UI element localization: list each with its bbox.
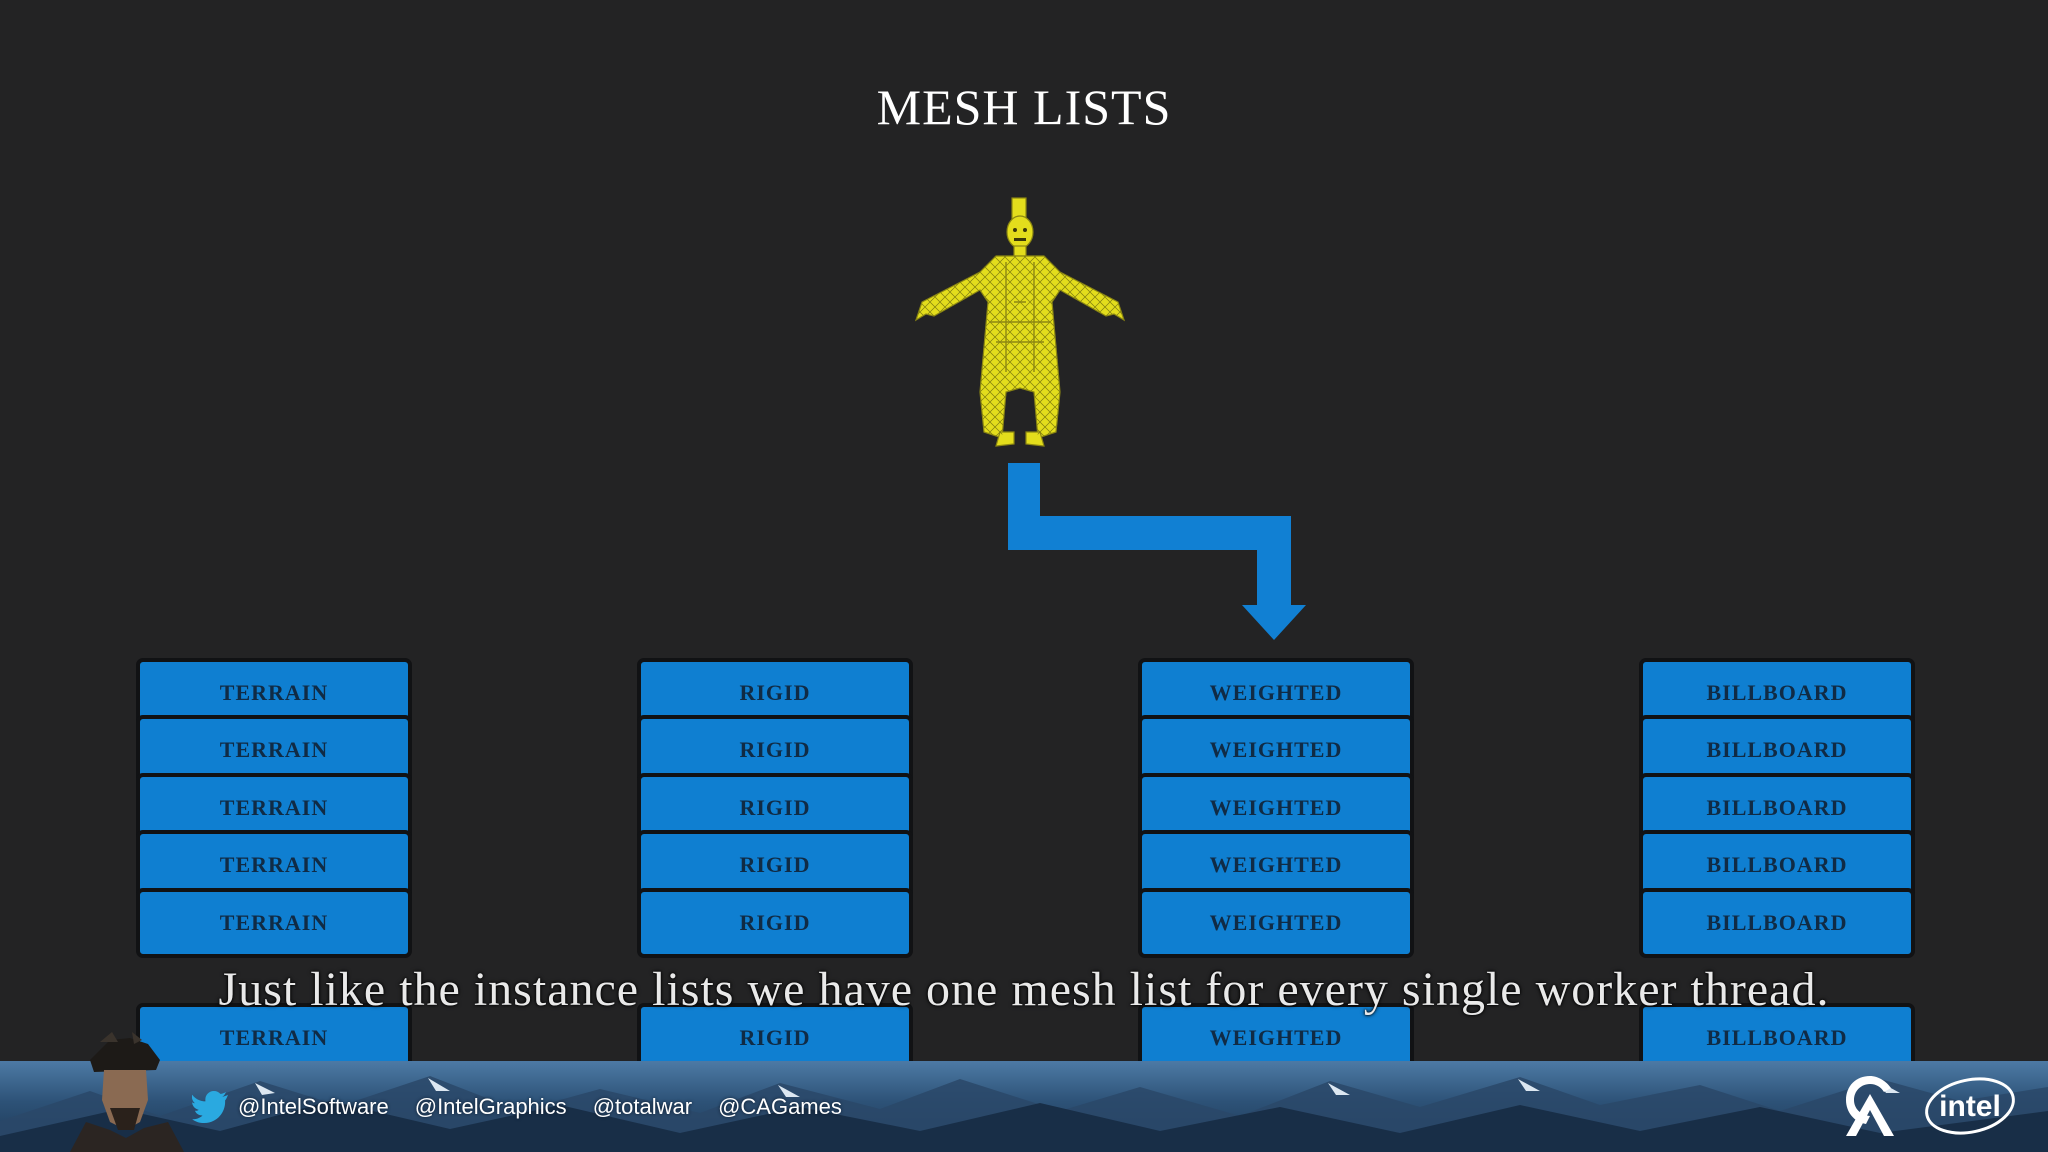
handle-intelgraphics: @IntelGraphics [414, 1094, 567, 1119]
stack-item-billboard: BILLBOARD [1639, 888, 1915, 958]
subtitle-caption: Just like the instance lists we have one… [218, 963, 1830, 1016]
stack-item-rigid: RIGID [637, 888, 913, 958]
footer-banner [0, 1061, 2048, 1152]
mountain-background-image [0, 1076, 2048, 1152]
intel-logo-icon: intel [1925, 1077, 2015, 1135]
stack-item-terrain: TERRAIN [136, 888, 412, 958]
slide-title: MESH LISTS [876, 79, 1172, 135]
intel-logo-text: intel [1939, 1090, 2001, 1123]
wireframe-character-figure [914, 197, 1126, 447]
social-handles: @IntelSoftware @IntelGraphics @totalwar … [192, 1078, 842, 1136]
handle-cagames: @CAGames [718, 1094, 842, 1119]
twitter-bird-icon [192, 1091, 228, 1123]
sponsor-logos: intel [1840, 1072, 2018, 1138]
warrior-portrait [70, 1032, 184, 1152]
handle-totalwar: @totalwar [592, 1094, 693, 1119]
ca-logo-icon [1846, 1076, 1894, 1136]
handle-intelsoftware: @IntelSoftware [238, 1094, 389, 1119]
stack-item-weighted: WEIGHTED [1138, 888, 1414, 958]
